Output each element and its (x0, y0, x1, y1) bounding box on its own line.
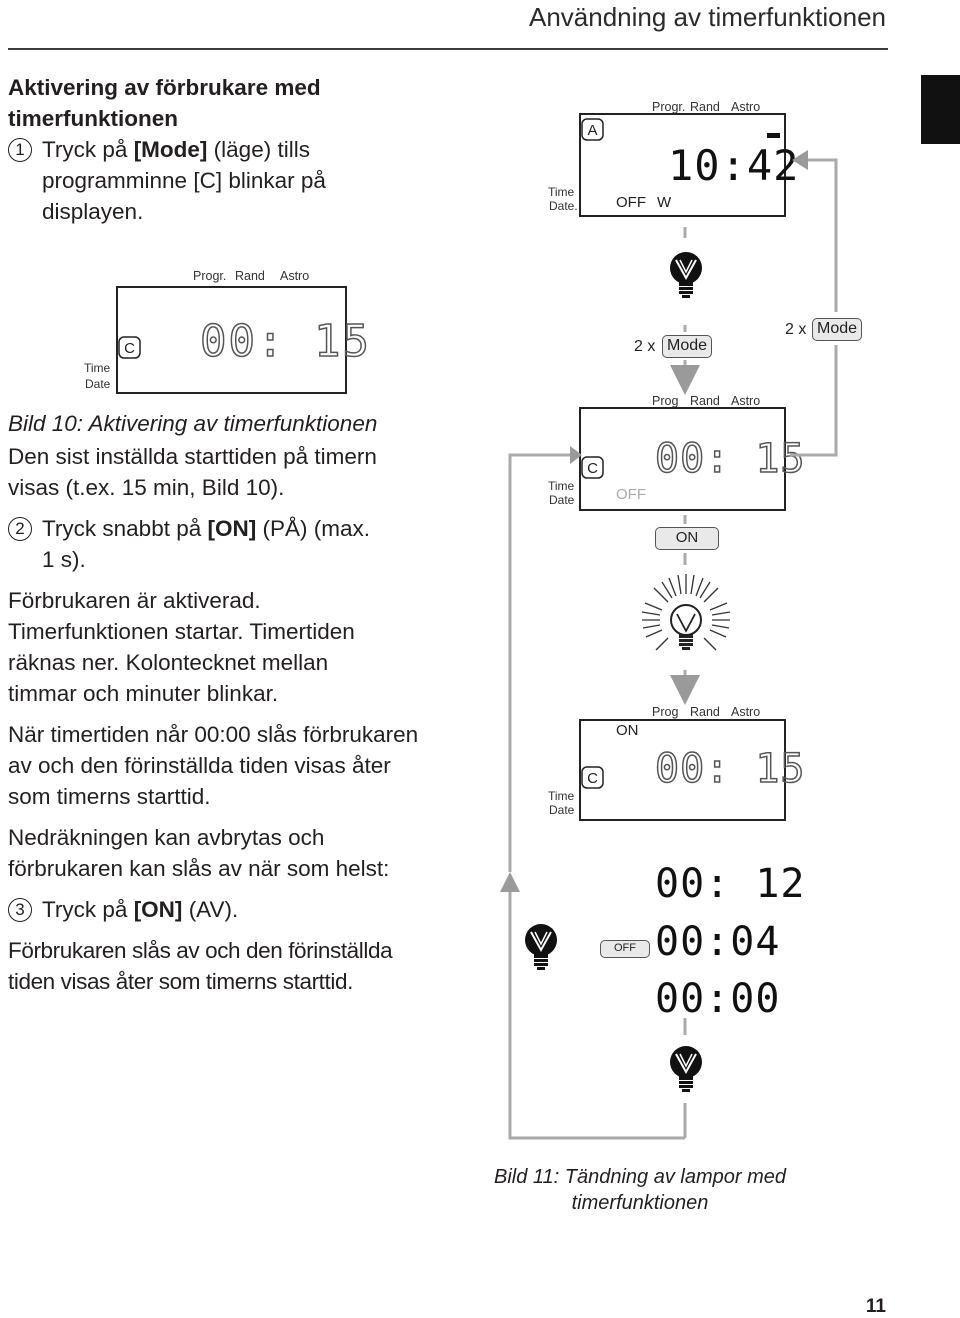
header-title: Användning av timerfunktionen (528, 2, 886, 32)
heading-line1: Aktivering av förbrukare med (8, 75, 321, 100)
step3-text-pre: Tryck på (42, 897, 134, 922)
fig11-lcd1-mem-box (581, 118, 604, 141)
step-number-2: 2 (8, 517, 32, 541)
fig11-lcd3-rand: Rand (690, 705, 720, 719)
fig11-lcd2-mem-box (581, 456, 604, 479)
loop-left-top (508, 453, 572, 872)
fig11-lcd1-off: OFF (616, 194, 646, 211)
lamp-off-icon-left (524, 923, 558, 971)
fig11-lcd3-prog: Prog (652, 705, 679, 719)
on-button[interactable]: ON (655, 527, 719, 550)
para-4: Nedräkningen kan avbrytas och förbrukare… (8, 825, 390, 881)
step1-text-post: (läge) tills programminne [C] blinkar på… (42, 137, 326, 224)
para-1: Den sist inställda starttiden på timern … (8, 444, 377, 500)
step-number-1: 1 (8, 138, 32, 162)
heading-line2: timerfunktionen (8, 106, 179, 131)
fig10-astro-label: Astro (280, 269, 310, 283)
countdown-3: 00:00 (655, 976, 780, 1022)
loop-left-arrowhead (500, 872, 520, 892)
fig10-date-label: Date (85, 377, 111, 391)
figure10-caption: Bild 10: Aktivering av timerfunktionen (8, 411, 378, 436)
step3-text-post: (AV). (182, 897, 239, 922)
fig11-lcd3-date: Date (549, 803, 575, 817)
fig11-lcd1-dash (767, 133, 780, 138)
chapter-tab (921, 75, 960, 144)
fig11-lcd2-astro: Astro (731, 394, 761, 408)
fig10-mem-box (118, 336, 141, 359)
fig11-lcd2-off: OFF (616, 486, 646, 503)
mode-button-left[interactable]: Mode (662, 335, 712, 358)
fig11-lcd2-mem: C (587, 460, 598, 477)
fig10-progr-label: Progr. (193, 269, 227, 283)
fig10-mem-label: C (124, 340, 135, 357)
para-5: Förbrukaren slås av och den förinställda… (8, 938, 393, 994)
step2-text-post: (PÅ) (max. 1 s). (42, 516, 371, 572)
fig11-lcd3-mem: C (587, 770, 598, 787)
fig11-lcd2-display: 00: 15 (655, 436, 806, 482)
fig10-display: 00: 15 (200, 316, 371, 367)
fig11-lcd3-on: ON (616, 722, 639, 739)
para-3: När timertiden når 00:00 slås förbrukare… (8, 722, 419, 809)
fig10-lcd-frame (116, 286, 347, 394)
fig11-lcd2-date: Date (549, 493, 575, 507)
para-2: Förbrukaren är aktiverad. Timerfunktione… (8, 588, 355, 706)
loop-left-bottom (508, 890, 685, 1140)
fig11-lcd1-progr: Progr. (652, 100, 686, 114)
fig11-lcd3-display: 00: 15 (655, 746, 806, 792)
loop-right-upper (808, 158, 838, 312)
fig11-lcd3-astro: Astro (731, 705, 761, 719)
fig11-lcd2-frame (579, 407, 786, 511)
section-heading: Aktivering av förbrukare med timerfunkti… (8, 72, 408, 134)
countdown-1: 00: 12 (655, 861, 806, 907)
loop-left-arrowhead-2 (570, 446, 582, 464)
loop-right-lower (790, 345, 838, 457)
figure11-caption-line1: Bild 11: Tändning av lampor med (493, 1166, 786, 1188)
step2-text-pre: Tryck snabbt på (42, 516, 208, 541)
page-number: 11 (865, 1296, 886, 1317)
step-number-3: 3 (8, 898, 32, 922)
fig11-lcd3-time: Time (548, 789, 575, 803)
fig11-lcd2-time: Time (548, 479, 575, 493)
off-button[interactable]: OFF (600, 940, 650, 958)
mode-left-count: 2 x (634, 338, 656, 355)
fig11-lcd1-time: Time (548, 185, 575, 199)
lamp-off-icon (669, 251, 703, 299)
loop-right-arrowhead (792, 150, 808, 170)
figure11-caption: Bild 11: Tändning av lampor med timerfun… (440, 1164, 840, 1216)
fig10-time-label: Time (84, 361, 111, 375)
step-3: 3 Tryck på [ON] (AV). (8, 894, 428, 925)
fig11-lcd1-astro: Astro (731, 100, 761, 114)
fig11-lcd1-display: 10:42 (668, 141, 799, 190)
fig11-lcd3-mem-box (581, 766, 604, 789)
step1-key: [Mode] (133, 137, 208, 162)
step2-key: [ON] (207, 516, 257, 541)
fig11-lcd1-rand: Rand (690, 100, 720, 114)
fig11-lcd1-date: Date. (549, 199, 578, 213)
fig11-lcd1-frame (579, 113, 786, 217)
step-2: 2 Tryck snabbt på [ON] (PÅ) (max. 1 s). (8, 513, 428, 575)
figure11-caption-line2: timerfunktionen (571, 1192, 709, 1214)
step3-key: [ON] (133, 897, 183, 922)
main-text-block: Bild 10: Aktivering av timerfunktionen D… (8, 408, 428, 997)
fig10-rand-label: Rand (235, 269, 265, 283)
fig11-lcd1-w: W (657, 194, 672, 211)
step-1: 1 Tryck på [Mode] (läge) tills programmi… (8, 134, 408, 227)
lamp-on-icon (641, 574, 731, 651)
fig11-lcd1-mem: A (587, 122, 597, 139)
fig11-lcd2-prog: Prog (652, 394, 679, 408)
mode-button-right[interactable]: Mode (812, 318, 862, 341)
lamp-off-icon-bottom (669, 1045, 703, 1093)
countdown-2: 00:04 (655, 919, 780, 965)
fig11-lcd2-rand: Rand (690, 394, 720, 408)
mode-right-count: 2 x (785, 321, 807, 338)
intro-block: Aktivering av förbrukare med timerfunkti… (8, 72, 408, 227)
header-rule (8, 48, 888, 50)
fig11-lcd3-frame (579, 719, 786, 821)
step1-text-pre: Tryck på (42, 137, 134, 162)
